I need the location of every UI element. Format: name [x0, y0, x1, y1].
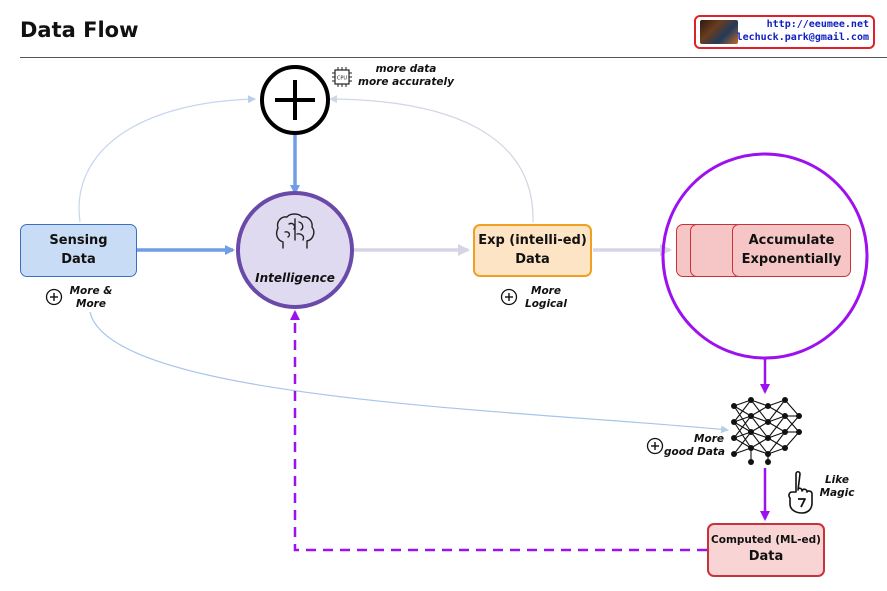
brain-icon: [275, 213, 315, 249]
cpu-icon: CPU: [332, 67, 352, 87]
computed-to-intelligence-feedback: [290, 310, 707, 552]
more-good-data-line-1: More: [694, 433, 724, 445]
hand-pointing-icon: [788, 470, 813, 514]
plus-badge-sensing: [45, 288, 63, 306]
contact-url[interactable]: http://eeumee.net: [766, 19, 869, 30]
more-good-data-note: More good Data: [664, 433, 726, 459]
contact-badge[interactable]: http://eeumee.net lechuck.park@gmail.com: [694, 15, 875, 49]
more-logical-note: More Logical: [522, 285, 570, 311]
accumulate-label-1: Accumulate: [748, 232, 835, 248]
more-logical-line-1: More: [531, 285, 561, 297]
more-and-more-line-1: More &: [69, 285, 113, 297]
more-good-data-line-2: good Data: [664, 446, 726, 459]
neural-network-icon: [731, 397, 802, 465]
exp-label-1: Exp (intelli-ed): [478, 232, 587, 248]
like-magic-note: Like Magic: [815, 474, 859, 500]
more-data-note: more data more accurately: [356, 63, 456, 89]
intelligence-node: [236, 191, 354, 309]
sensing-label-1: Sensing: [49, 232, 108, 248]
more-data-line-2: more accurately: [358, 76, 454, 89]
exp-data-node[interactable]: Exp (intelli-ed) Data: [473, 224, 592, 277]
plus-badge-exp: [500, 288, 518, 306]
accumulate-label-2: Exponentially: [741, 251, 842, 267]
author-thumbnail: [700, 20, 738, 44]
plus-badge-network: [646, 437, 664, 455]
sensing-label-2: Data: [61, 251, 96, 267]
cpu-icon-label: CPU: [337, 76, 348, 82]
sensing-to-plus-connector: [78, 95, 256, 223]
sensing-to-network-connector: [89, 311, 729, 434]
more-and-more-line-2: More: [76, 298, 106, 311]
like-magic-line-2: Magic: [819, 487, 855, 500]
exp-label-2: Data: [515, 251, 550, 267]
more-logical-line-2: Logical: [525, 298, 567, 311]
exp-to-plus-connector: [329, 95, 534, 223]
more-and-more-note: More & More: [68, 285, 114, 311]
computed-data-node[interactable]: Computed (ML-ed) Data: [707, 523, 825, 577]
like-magic-line-1: Like: [824, 474, 850, 486]
intelligence-label: Intelligence: [255, 271, 335, 285]
page-title: Data Flow: [20, 18, 139, 42]
computed-label-1: Computed (ML-ed): [711, 533, 821, 546]
plus-node: [260, 65, 330, 135]
computed-label-2: Data: [748, 549, 784, 565]
contact-email[interactable]: lechuck.park@gmail.com: [736, 32, 869, 43]
title-divider: [20, 57, 887, 58]
more-data-line-1: more data: [375, 63, 437, 75]
